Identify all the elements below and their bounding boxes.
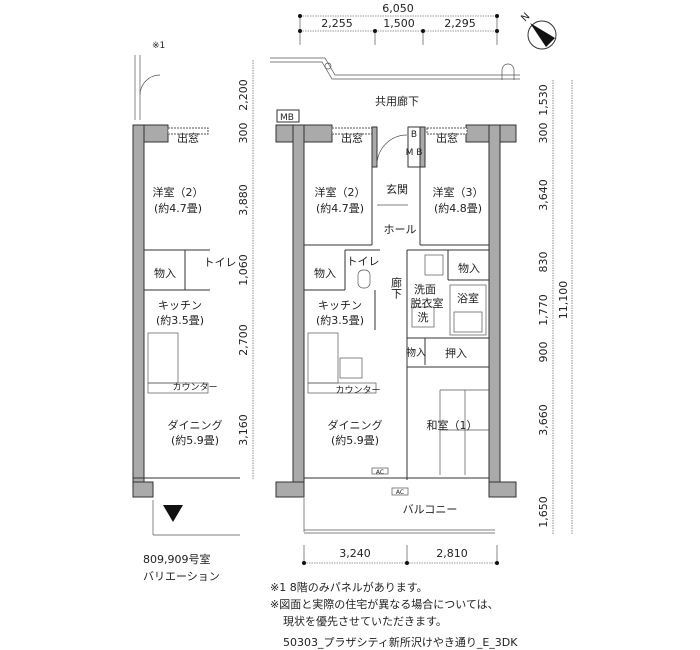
room-label: 脱衣室 [411, 296, 444, 310]
corridor-parapet [134, 55, 520, 120]
dim-width-1: 2,255 [321, 17, 353, 30]
room-label: トイレ [347, 255, 380, 268]
room-size: (約4.7畳) [316, 201, 364, 215]
dim-label: 900 [537, 342, 550, 363]
mb-small-label: M B [406, 148, 423, 158]
dim-label: 2,200 [237, 79, 250, 111]
room-label: 洋室（3） [433, 185, 484, 199]
room-label: 洋室（2） [153, 185, 204, 199]
dim-label: 2,700 [237, 324, 250, 356]
dim-label: 3,240 [339, 547, 371, 560]
room-size: (約4.8畳) [434, 201, 482, 215]
dim-label: 300 [237, 123, 250, 144]
dim-label: 2,810 [436, 547, 468, 560]
room-label: 洋室（2） [315, 185, 366, 199]
room-size: (約3.5畳) [316, 313, 364, 327]
ac-label: AC [396, 489, 404, 496]
room-label: キッチン [158, 299, 202, 312]
room-label: トイレ [204, 256, 237, 269]
room-label: バルコニー [403, 503, 458, 516]
dim-label: 1,770 [537, 294, 550, 326]
note-line: ※1 8階のみパネルがあります。 [270, 580, 428, 594]
room-label: カウンター [335, 385, 380, 396]
room-label: 和室（1） [427, 418, 478, 432]
right-dimensions: 1,530 300 3,640 830 1,770 900 3,660 1,65… [537, 80, 573, 535]
dim-label: 830 [537, 252, 550, 273]
room-label: ダイニング [168, 418, 223, 432]
room-label: 洗面 [414, 283, 436, 296]
left-variation-plan: ※1 出窓 洋室（2） (約4.7畳) 物入 トイレ キッチン (約3.5畳) … [132, 41, 240, 583]
left-dimensions: 2,200 300 3,880 1,060 2,700 3,160 [237, 60, 254, 480]
room-label: カウンター [172, 382, 217, 393]
variation-caption: 809,909号室 [143, 552, 211, 566]
note-marker: ※1 [152, 41, 165, 51]
room-label: 廊下 [390, 276, 403, 300]
room-label: ホール [384, 223, 417, 236]
dim-label: 3,880 [237, 184, 250, 216]
dim-label: 3,640 [537, 179, 550, 211]
dim-label: 3,660 [537, 404, 550, 436]
bottom-dimensions: 3,240 2,810 [302, 545, 499, 565]
main-plan: 共用廊下 MB B M B [275, 94, 517, 534]
dim-label: 1,530 [537, 84, 550, 116]
room-size: (約4.7畳) [154, 201, 202, 215]
note-line: 現状を優先させていただきます。 [283, 614, 447, 628]
dim-total-depth: 11,100 [557, 281, 570, 320]
room-label: 物入 [154, 266, 176, 280]
variation-caption: バリエーション [143, 570, 220, 583]
meter-box-label: MB [280, 113, 294, 123]
room-label: 出窓 [341, 131, 363, 145]
room-label: 物入 [406, 346, 426, 359]
dim-total-width: 6,050 [382, 2, 414, 15]
room-label: キッチン [318, 299, 362, 312]
room-size: (約5.9畳) [171, 433, 219, 447]
room-label: ダイニング [328, 418, 383, 432]
room-label: 洗 [418, 311, 429, 324]
room-label: 物入 [314, 266, 336, 280]
dim-label: 1,060 [237, 254, 250, 286]
note-line: ※図面と実際の住宅が異なる場合については、 [270, 597, 499, 611]
dim-label: 1,650 [537, 496, 550, 528]
room-label: 物入 [458, 261, 480, 275]
dim-label: 300 [537, 123, 550, 144]
panel-marker-icon [163, 505, 183, 522]
dim-width-3: 2,295 [444, 17, 476, 30]
b-label: B [411, 130, 417, 140]
room-size: (約5.9畳) [331, 433, 379, 447]
common-corridor-label: 共用廊下 [375, 94, 419, 108]
room-size: (約3.5畳) [156, 313, 204, 327]
room-label: 押入 [445, 346, 467, 360]
north-compass-icon: N [519, 11, 557, 50]
room-label: 玄関 [386, 182, 408, 196]
room-label: 出窓 [436, 131, 458, 145]
dim-label: 3,160 [237, 414, 250, 446]
room-label: 出窓 [177, 131, 199, 145]
top-dimensions: 6,050 2,255 1,500 2,295 [298, 2, 499, 45]
compass-label: N [519, 11, 532, 24]
ac-label: AC [376, 469, 384, 476]
room-label: 浴室 [457, 291, 479, 305]
footer-code: 50303_プラザシティ新所沢けやき通り_E_3DK [283, 635, 518, 649]
dim-width-2: 1,500 [383, 17, 415, 30]
